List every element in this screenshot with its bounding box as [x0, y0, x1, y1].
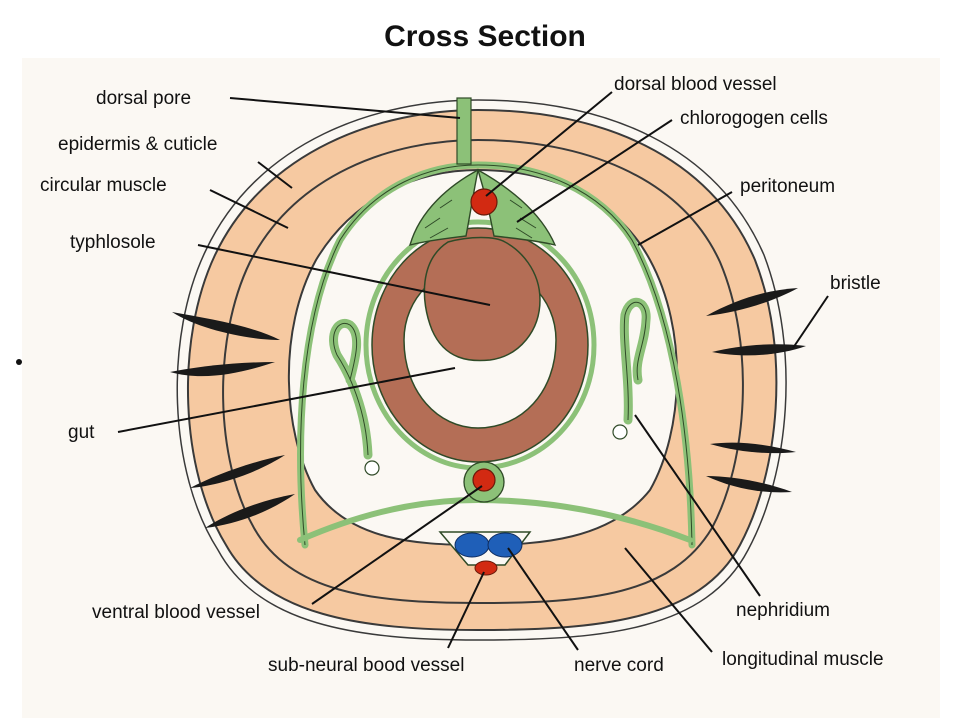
label-dorsal-pore: dorsal pore: [96, 88, 191, 109]
leader-lines: [117, 91, 829, 653]
stray-dot: [16, 359, 22, 365]
sub-neural-blood-vessel: [474, 560, 498, 576]
leader-circular-muscle: [209, 189, 289, 229]
leader-dorsal-blood-vessel: [485, 91, 613, 197]
chlorogogen-stripes: [424, 199, 537, 239]
bristle-right-2: [712, 344, 806, 356]
label-epidermis-cuticle: epidermis & cuticle: [58, 134, 217, 155]
label-peritoneum: peritoneum: [740, 176, 835, 197]
leader-epidermis-cuticle: [257, 161, 293, 189]
leader-typhlosole: [197, 244, 491, 306]
nephridium-left: [329, 318, 380, 476]
nephridium-left-outline: [333, 322, 369, 456]
leader-nephridium: [634, 414, 761, 597]
nephridium-right-outline: [623, 302, 647, 421]
ventral-blood-vessel: [472, 468, 496, 492]
body-wall: [176, 99, 787, 641]
label-longitudinal-muscle: longitudinal muscle: [722, 649, 884, 670]
diagram-title: Cross Section: [384, 20, 586, 53]
dorsal-pore-channel: [456, 97, 472, 165]
peritoneum-membrane-outline: [300, 164, 693, 546]
bristle-left-1: [172, 312, 280, 340]
bristle-left-4: [205, 494, 295, 528]
leader-ventral-blood-vessel: [311, 485, 483, 605]
label-ventral-blood-vessel: ventral blood vessel: [92, 602, 260, 623]
bristle-left-3: [190, 455, 285, 488]
labels: dorsal pore epidermis & cuticle circular…: [40, 74, 884, 676]
leader-chlorogogen-cells: [516, 119, 673, 223]
leader-longitudinal-muscle: [624, 547, 713, 653]
cuticle-line: [176, 99, 787, 641]
bristle-right-1: [706, 288, 798, 316]
leader-nerve-cord: [507, 547, 579, 651]
leader-gut: [117, 367, 456, 433]
bristle-right-3: [710, 442, 796, 454]
bristles: [170, 288, 806, 528]
leader-dorsal-pore: [229, 97, 461, 119]
leader-bristle: [792, 295, 829, 349]
nerve-cord-left: [454, 532, 490, 558]
label-typhlosole: typhlosole: [70, 232, 156, 253]
leader-peritoneum: [637, 191, 733, 246]
gut: [363, 219, 597, 471]
label-dorsal-blood-vessel: dorsal blood vessel: [614, 74, 777, 95]
circular-longitudinal-boundary: [222, 138, 744, 605]
label-bristle: bristle: [830, 273, 881, 294]
nerve-cord-right: [487, 532, 523, 558]
label-sub-neural-blood-vessel: sub-neural bood vessel: [268, 655, 464, 676]
bristle-right-4: [706, 476, 792, 493]
nephrostome-right: [612, 424, 628, 440]
dorsal-blood-vessel: [470, 188, 498, 216]
leader-sub-neural-blood-vessel: [447, 571, 485, 649]
label-gut: gut: [68, 422, 95, 443]
label-circular-muscle: circular muscle: [40, 175, 167, 196]
label-chlorogogen-cells: chlorogogen cells: [680, 108, 828, 129]
bristle-left-2: [170, 362, 275, 377]
label-nerve-cord: nerve cord: [574, 655, 664, 676]
label-nephridium: nephridium: [736, 600, 830, 621]
nephridium-right: [612, 298, 651, 440]
nephrostome-left: [364, 460, 380, 476]
typhlosole: [423, 236, 541, 362]
